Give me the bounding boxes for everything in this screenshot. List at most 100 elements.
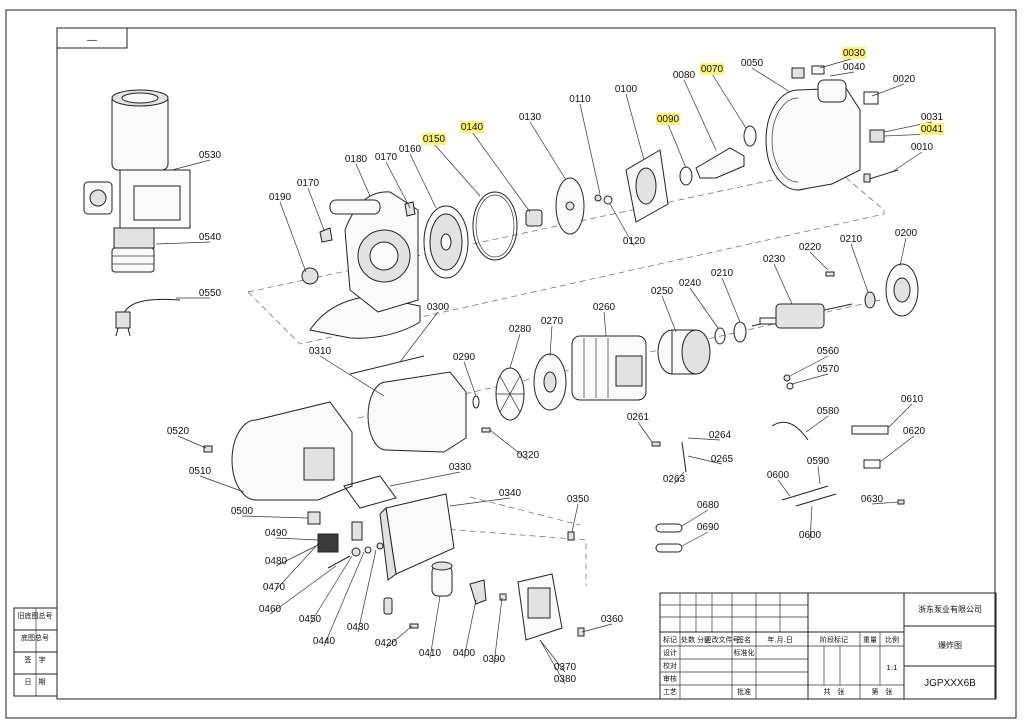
leader-line [850, 243, 869, 293]
pump-casing-part [765, 79, 861, 191]
part-label: 0130 [519, 112, 542, 123]
part-label: 0330 [449, 462, 472, 473]
leader-line [489, 429, 529, 461]
screw-part [651, 441, 661, 447]
header-cell: 签名 [737, 635, 751, 644]
stage-header: 重量 [863, 636, 877, 644]
nut-part [351, 547, 361, 557]
switch-part [317, 533, 339, 553]
sheet-number: 第 张 [872, 687, 893, 696]
part-label: 0680 [697, 500, 720, 511]
drawing-number: JGPXXX6B [924, 678, 976, 689]
impeller-hub [565, 201, 575, 211]
motor-flange-hub [543, 371, 557, 393]
part-label: 0160 [399, 144, 422, 155]
leader-line [581, 623, 613, 633]
leader-line [241, 515, 309, 519]
leader-line [463, 361, 477, 397]
leader-line [871, 83, 905, 97]
diffuser-part [423, 205, 469, 279]
fan-cover-part [367, 371, 467, 453]
leader-line [661, 295, 677, 333]
leader-line [689, 287, 719, 329]
part-label: 0630 [861, 494, 884, 505]
part-label: 0550 [199, 288, 222, 299]
key-part [825, 271, 835, 277]
part-label: 0460 [259, 604, 282, 615]
stage-plate-center [635, 167, 657, 205]
part-label: 0020 [893, 74, 916, 85]
plug-part [811, 65, 825, 75]
part-label: 0180 [345, 154, 368, 165]
screw-part [481, 427, 491, 433]
part-label: 0530 [199, 150, 222, 161]
part-label: 0260 [593, 302, 616, 313]
leader-line [429, 595, 441, 659]
scale-value: 1:1 [886, 664, 897, 672]
part-label: 0100 [615, 84, 638, 95]
spring-ring-part [714, 327, 726, 345]
leader-line [829, 71, 855, 77]
leader-line [673, 471, 685, 485]
company-name: 浙东泵业有限公司 [918, 604, 982, 614]
leader-line [879, 435, 915, 463]
leader-line [887, 403, 913, 429]
leader-line [273, 543, 319, 593]
circlip-part [472, 395, 480, 409]
wire-part [795, 493, 837, 507]
leader-line [571, 503, 579, 533]
part-label: 0600 [767, 470, 790, 481]
leader-line [307, 187, 325, 231]
part-label: 0490 [265, 528, 288, 539]
part-label: 0030 [843, 48, 866, 59]
leader-line [603, 311, 607, 337]
leader-line [899, 237, 907, 267]
part-label: 0620 [903, 426, 926, 437]
cable-gland-part [307, 511, 321, 525]
approve-label: 批准 [737, 687, 751, 696]
part-label: 0560 [817, 346, 840, 357]
part-label: 0230 [763, 254, 786, 265]
switch-cover-part [351, 521, 363, 541]
part-label: 0440 [313, 636, 336, 647]
leader-line [791, 373, 829, 385]
leader-line [279, 201, 307, 273]
stage-header: 比例 [885, 635, 899, 644]
side-table: 旧底图总号 底图总号 签 字 日 期 [13, 607, 58, 697]
part-label: 0450 [299, 614, 322, 625]
drawing-name: 爆炸图 [938, 640, 962, 650]
part-label: 0080 [673, 70, 696, 81]
leader-line [319, 355, 385, 397]
review-label: 审核 [663, 674, 677, 683]
washer-part [786, 382, 794, 390]
leader-line [549, 325, 553, 357]
part-label: 0041 [921, 124, 944, 135]
plug-washer-part [869, 129, 885, 143]
leader-line [199, 475, 245, 493]
leader-line [687, 455, 723, 465]
leader-line [449, 497, 511, 507]
leader-line [609, 203, 635, 247]
o-ring-part [472, 191, 518, 261]
leader-line [357, 549, 377, 633]
leader-line [389, 471, 461, 487]
leader-line [323, 551, 365, 647]
part-label: 0500 [231, 506, 254, 517]
washer-part [594, 194, 602, 202]
drain-plug-part [791, 67, 805, 79]
part-label: 0261 [627, 412, 650, 423]
small-part [897, 499, 905, 505]
leader-line [891, 151, 923, 173]
part-label: 0350 [567, 494, 590, 505]
cable-clamp-part [383, 597, 393, 615]
leader-line [667, 123, 687, 169]
part-label: 0480 [265, 556, 288, 567]
leader-line [433, 143, 481, 197]
label-highlight [422, 133, 446, 145]
part-label: 0070 [701, 64, 724, 75]
capacitor-part [431, 561, 453, 597]
part-label: 0150 [423, 134, 446, 145]
header-cell: 分区 [697, 635, 711, 644]
fan-part [495, 367, 525, 421]
